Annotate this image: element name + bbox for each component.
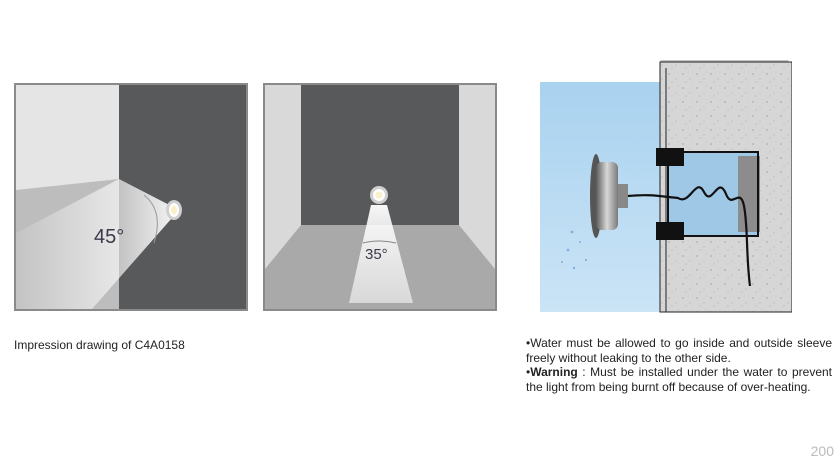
impression-drawing-35: 35° [263, 83, 497, 311]
light-beam [349, 205, 413, 303]
angle-label-35: 35° [365, 246, 388, 263]
note-water-flow: •Water must be allowed to go inside and … [526, 336, 832, 365]
angle-label-45: 45° [94, 226, 124, 248]
angle-arc [362, 240, 397, 244]
angle-arc [143, 194, 158, 244]
lamp-body [596, 162, 618, 230]
installation-diagram [540, 56, 792, 318]
left-wall [16, 85, 119, 190]
sleeve-flange-bottom [656, 222, 684, 240]
note-warning: •Warning : Must be installed under the w… [526, 365, 832, 394]
back-wall [301, 85, 459, 225]
side-wall-right [459, 85, 495, 269]
installation-notes: •Water must be allowed to go inside and … [526, 336, 832, 394]
drawing-caption: Impression drawing of C4A0158 [14, 338, 185, 352]
warning-label: Warning [530, 365, 578, 379]
impression-drawing-45: 45° [14, 83, 248, 311]
sleeve-flange-top [656, 148, 684, 166]
cable [627, 186, 752, 287]
page-number: 200 [810, 443, 834, 459]
light-beam [16, 179, 179, 309]
side-wall-left [265, 85, 301, 269]
